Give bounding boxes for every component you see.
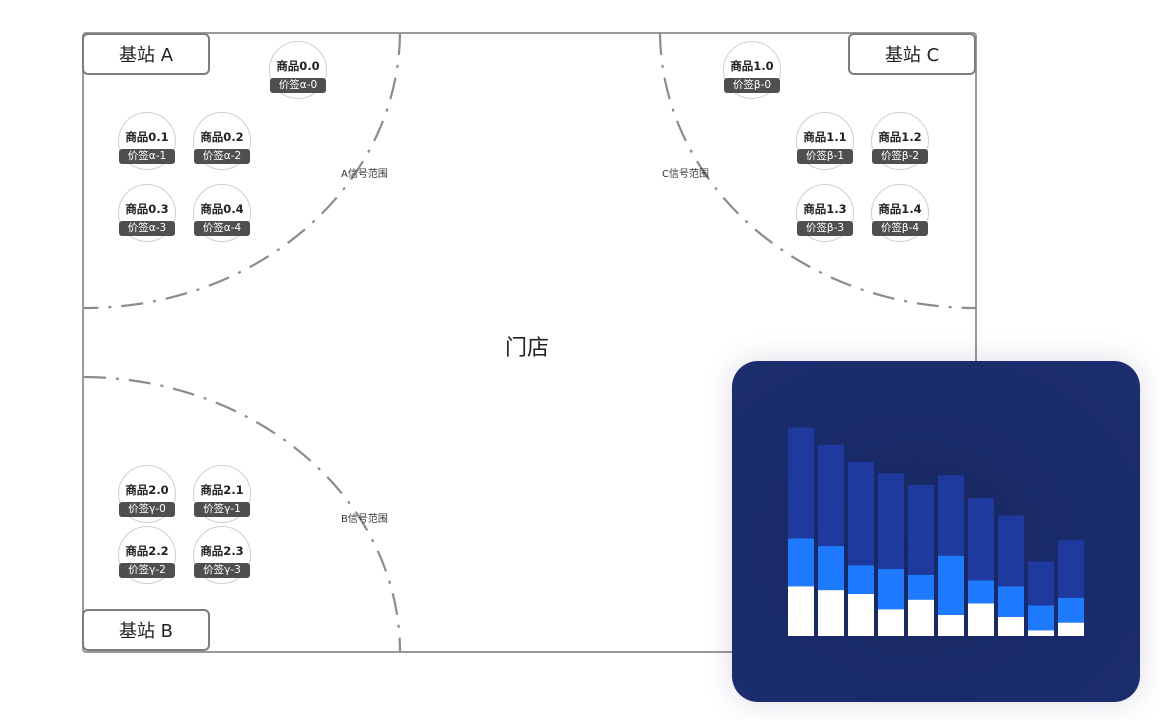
price-tag: 价签γ-0 <box>119 502 175 517</box>
bar-segment-middle <box>848 565 874 594</box>
product-name: 商品0.0 <box>276 59 320 73</box>
product-item[interactable]: 商品0.4 价签α-4 <box>191 184 255 246</box>
product-item[interactable]: 商品1.4 价签β-4 <box>869 184 933 246</box>
stacked-bar-chart <box>788 427 1084 636</box>
bar-segment-bottom <box>968 603 994 636</box>
bar-segment-top <box>1028 561 1054 606</box>
bar-segment-middle <box>908 574 934 600</box>
product-name: 商品0.3 <box>125 202 169 216</box>
price-tag: 价签α-4 <box>194 221 250 236</box>
bar-segment-top <box>848 461 874 566</box>
product-item[interactable]: 商品2.0 价签γ-0 <box>116 465 180 527</box>
price-tag: 价签α-2 <box>194 149 250 164</box>
product-item[interactable]: 商品0.1 价签α-1 <box>116 112 180 174</box>
bar-segment-middle <box>998 586 1024 617</box>
price-tag: 价签α-3 <box>119 221 175 236</box>
bar-segment-middle <box>968 580 994 604</box>
price-tag: 价签β-2 <box>872 149 928 164</box>
range-arc-c <box>658 32 977 310</box>
product-name: 商品0.1 <box>125 130 169 144</box>
range-arc-a <box>83 32 402 310</box>
range-label-c: C信号范围 <box>662 169 709 180</box>
bar-segment-bottom <box>1028 630 1054 636</box>
price-tag: 价签γ-3 <box>194 563 250 578</box>
product-item[interactable]: 商品1.0 价签β-0 <box>721 41 785 103</box>
price-tag: 价签γ-2 <box>119 563 175 578</box>
bar-chart-card <box>732 361 1140 702</box>
product-item[interactable]: 商品1.2 价签β-2 <box>869 112 933 174</box>
base-station-b[interactable]: 基站 B <box>82 609 210 651</box>
price-tag: 价签β-4 <box>872 221 928 236</box>
bar-segment-middle <box>818 546 844 591</box>
bar-segment-top <box>938 475 964 556</box>
product-item[interactable]: 商品2.1 价签γ-1 <box>191 465 255 527</box>
bar-segment-bottom <box>998 616 1024 636</box>
store-label: 门店 <box>505 336 550 361</box>
product-name: 商品2.0 <box>125 483 169 497</box>
range-label-b: B信号范围 <box>341 514 388 525</box>
product-item[interactable]: 商品1.1 价签β-1 <box>794 112 858 174</box>
bar-segment-top <box>878 473 904 570</box>
price-tag: 价签β-3 <box>797 221 853 236</box>
product-name: 商品1.4 <box>878 202 922 216</box>
price-tag: 价签α-0 <box>270 78 326 93</box>
bar-segment-bottom <box>788 586 814 636</box>
price-tag: 价签γ-1 <box>194 502 250 517</box>
price-tag: 价签β-0 <box>724 78 780 93</box>
product-name: 商品2.3 <box>200 544 244 558</box>
bar-segment-bottom <box>878 609 904 636</box>
product-item[interactable]: 商品0.2 价签α-2 <box>191 112 255 174</box>
bar-segment-top <box>908 484 934 575</box>
product-item[interactable]: 商品0.3 价签α-3 <box>116 184 180 246</box>
price-tag: 价签α-1 <box>119 149 175 164</box>
product-name: 商品2.2 <box>125 544 169 558</box>
product-item[interactable]: 商品2.3 价签γ-3 <box>191 526 255 588</box>
bar-segment-top <box>1058 540 1084 598</box>
product-item[interactable]: 商品1.3 价签β-3 <box>794 184 858 246</box>
product-name: 商品0.4 <box>200 202 244 216</box>
bar-segment-bottom <box>1058 622 1084 636</box>
range-label-a: A信号范围 <box>341 169 388 180</box>
product-item[interactable]: 商品0.0 价签α-0 <box>267 41 331 103</box>
product-name: 商品1.0 <box>730 59 774 73</box>
product-name: 商品0.2 <box>200 130 244 144</box>
product-item[interactable]: 商品2.2 价签γ-2 <box>116 526 180 588</box>
bar-segment-bottom <box>938 614 964 636</box>
bar-segment-bottom <box>818 590 844 636</box>
bar-segment-top <box>968 498 994 581</box>
bar-segment-middle <box>1028 605 1054 631</box>
bar-segment-bottom <box>908 599 934 636</box>
product-name: 商品1.2 <box>878 130 922 144</box>
bar-segment-top <box>788 427 814 539</box>
range-arc-b <box>83 375 402 653</box>
product-name: 商品1.3 <box>803 202 847 216</box>
bar-segment-middle <box>938 555 964 615</box>
bar-segment-top <box>998 515 1024 587</box>
base-station-c[interactable]: 基站 C <box>848 33 976 75</box>
product-name: 商品2.1 <box>200 483 244 497</box>
price-tag: 价签β-1 <box>797 149 853 164</box>
base-station-a[interactable]: 基站 A <box>82 33 210 75</box>
bar-segment-top <box>818 444 844 547</box>
bar-segment-middle <box>878 569 904 610</box>
bar-segment-bottom <box>848 593 874 636</box>
bar-segment-middle <box>788 538 814 587</box>
bar-segment-middle <box>1058 597 1084 623</box>
product-name: 商品1.1 <box>803 130 847 144</box>
